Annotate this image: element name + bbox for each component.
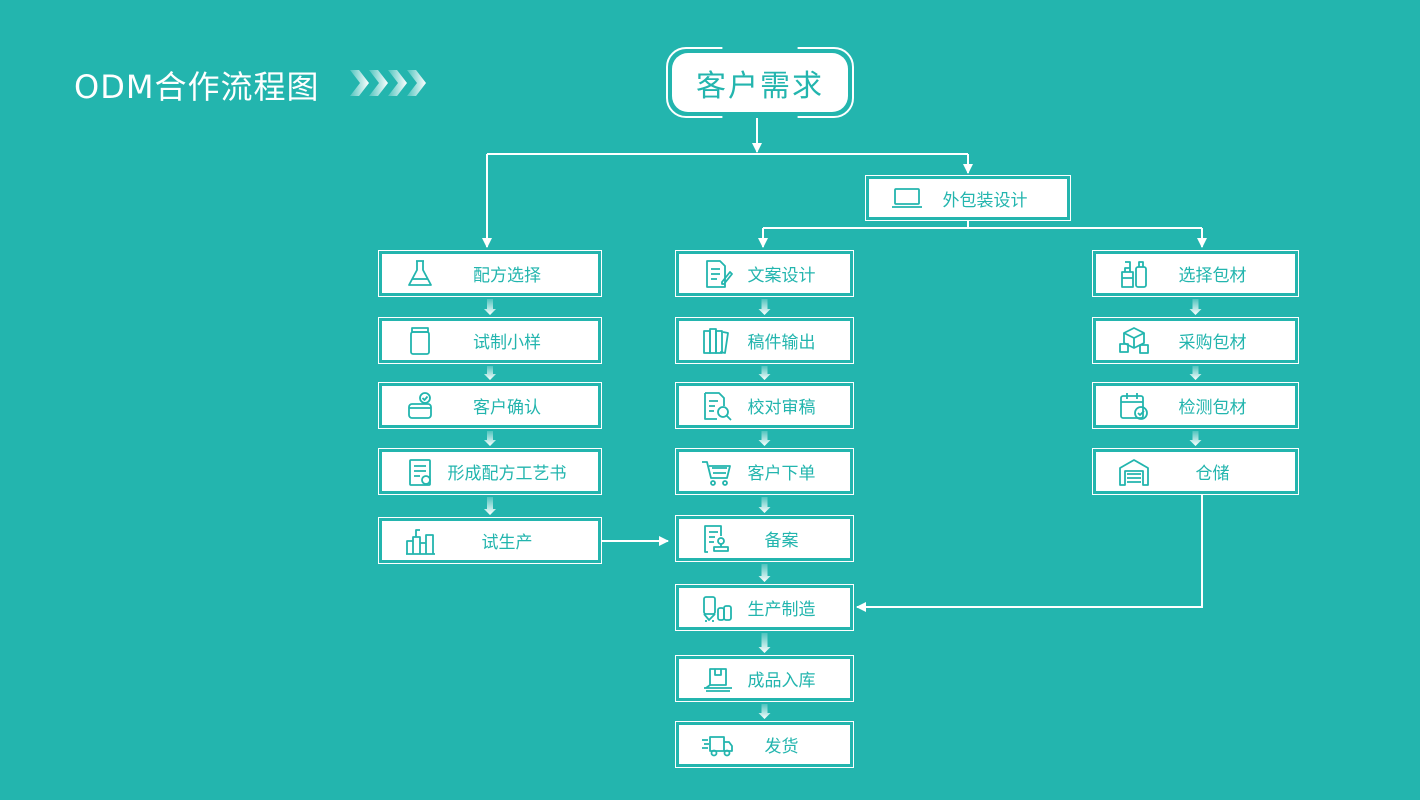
bottles-icon [1121, 260, 1147, 288]
step-left-1: 配方选择 [378, 250, 602, 297]
chevrons-icon [350, 70, 426, 96]
flow-arrow [758, 564, 771, 582]
books-icon [703, 327, 729, 354]
flow-arrow [1189, 299, 1202, 315]
step-label: 成品入库 [747, 671, 816, 691]
flow-arrow [484, 299, 496, 315]
step-packaging-design: 外包装设计 [865, 175, 1071, 221]
document-search-icon [704, 391, 732, 421]
step-label: 检测包材 [1178, 398, 1247, 418]
step-label: 仓储 [1195, 464, 1230, 484]
step-label: 备案 [764, 531, 799, 551]
step-left-4: 形成配方工艺书 [378, 448, 602, 495]
flow-arrow [758, 497, 771, 513]
flow-arrow [758, 299, 771, 315]
warehouse-icon [1119, 458, 1149, 486]
flow-arrow [758, 704, 771, 719]
step-label: 外包装设计 [942, 190, 1028, 211]
flow-arrow [1189, 366, 1202, 380]
step-label: 选择包材 [1178, 266, 1247, 286]
box-pallet-icon [704, 667, 732, 692]
flow-arrow [484, 431, 496, 446]
document-stamp-icon [704, 524, 729, 553]
step-middle-4: 客户下单 [675, 448, 854, 495]
step-middle-8: 发货 [675, 721, 854, 768]
step-middle-1: 文案设计 [675, 250, 854, 297]
step-label: 试制小样 [473, 333, 541, 353]
flow-arrow [484, 497, 496, 515]
step-middle-3: 校对审稿 [675, 382, 854, 429]
step-left-2: 试制小样 [378, 317, 602, 364]
customer-demand-node: 客户需求 [666, 47, 854, 118]
step-right-1: 选择包材 [1092, 250, 1299, 297]
step-label: 文案设计 [747, 266, 816, 286]
step-label: 采购包材 [1178, 333, 1247, 353]
flow-arrow [484, 366, 496, 380]
step-middle-5: 备案 [675, 515, 854, 562]
step-label: 形成配方工艺书 [447, 464, 567, 484]
document-pen-icon [706, 259, 733, 288]
laptop-icon [892, 188, 922, 208]
step-label: 校对审稿 [747, 398, 816, 418]
flow-arrow [758, 366, 771, 380]
flow-arrow [1189, 431, 1202, 446]
flow-arrow [758, 431, 771, 446]
calendar-check-icon [1120, 392, 1148, 420]
step-left-3: 客户确认 [378, 382, 602, 429]
clipboard-icon [409, 458, 431, 486]
step-label: 配方选择 [473, 266, 541, 286]
cream-check-icon [408, 391, 432, 419]
step-middle-6: 生产制造 [675, 584, 854, 631]
step-right-4: 仓储 [1092, 448, 1299, 495]
factory-icon [406, 528, 435, 555]
step-middle-7: 成品入库 [675, 655, 854, 702]
cart-icon [702, 460, 731, 486]
page-title: ODM合作流程图 [74, 68, 320, 106]
customer-demand-label: 客户需求 [672, 53, 848, 112]
step-label: 客户下单 [747, 464, 816, 484]
step-label: 生产制造 [747, 600, 816, 620]
truck-icon [702, 735, 733, 756]
step-label: 发货 [764, 737, 799, 757]
boxes-icon [1119, 326, 1149, 354]
step-middle-2: 稿件输出 [675, 317, 854, 364]
jar-icon [410, 326, 430, 355]
tanks-icon [703, 595, 732, 622]
step-label: 稿件输出 [747, 333, 816, 353]
step-label: 客户确认 [473, 398, 541, 418]
step-right-2: 采购包材 [1092, 317, 1299, 364]
flow-arrow [758, 633, 771, 653]
step-right-3: 检测包材 [1092, 382, 1299, 429]
flask-icon [408, 259, 432, 286]
step-label: 试生产 [481, 533, 533, 553]
step-left-5: 试生产 [378, 517, 602, 564]
